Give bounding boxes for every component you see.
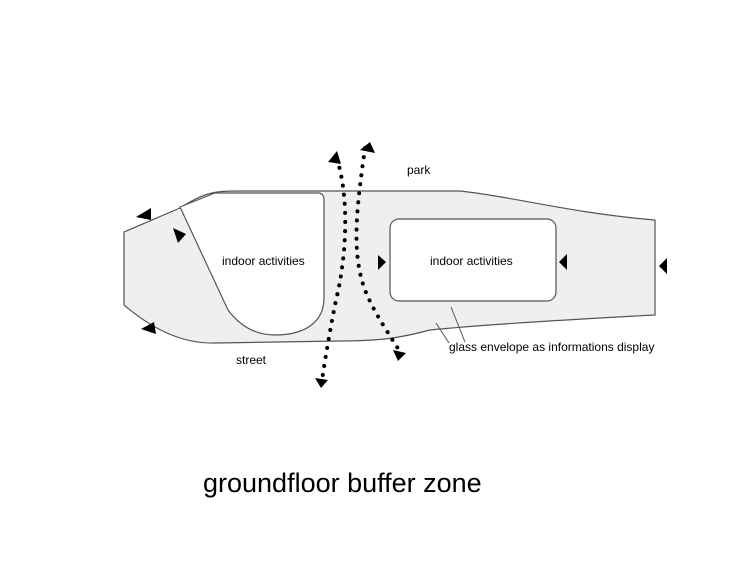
arrow-path1-end bbox=[315, 378, 328, 388]
glass-leader-line-1 bbox=[435, 322, 450, 344]
entrance-arrow-right-room-right bbox=[559, 254, 567, 270]
entrance-arrow-right-room-left bbox=[378, 255, 386, 270]
label-indoor-right: indoor activities bbox=[430, 254, 513, 268]
entrance-arrow-left-bottom bbox=[141, 322, 156, 334]
entrance-arrow-far-right bbox=[659, 258, 667, 274]
label-park: park bbox=[407, 163, 431, 177]
label-street: street bbox=[236, 353, 267, 367]
arrow-path1-start bbox=[328, 151, 341, 164]
arrow-path2-end bbox=[393, 350, 406, 361]
right-indoor-room bbox=[389, 218, 557, 302]
dotted-path-2 bbox=[354, 146, 402, 354]
label-indoor-left: indoor activities bbox=[222, 254, 305, 268]
dotted-path-1 bbox=[320, 157, 348, 382]
entrance-arrow-left-inner bbox=[173, 228, 186, 243]
glass-leader-line-2 bbox=[450, 306, 466, 343]
entrance-arrow-left-top bbox=[136, 208, 151, 220]
left-indoor-room bbox=[179, 192, 325, 336]
diagram-title: groundfloor buffer zone bbox=[203, 468, 482, 498]
arrow-path2-start bbox=[360, 142, 375, 153]
label-glass-envelope: glass envelope as informations display bbox=[449, 340, 654, 354]
